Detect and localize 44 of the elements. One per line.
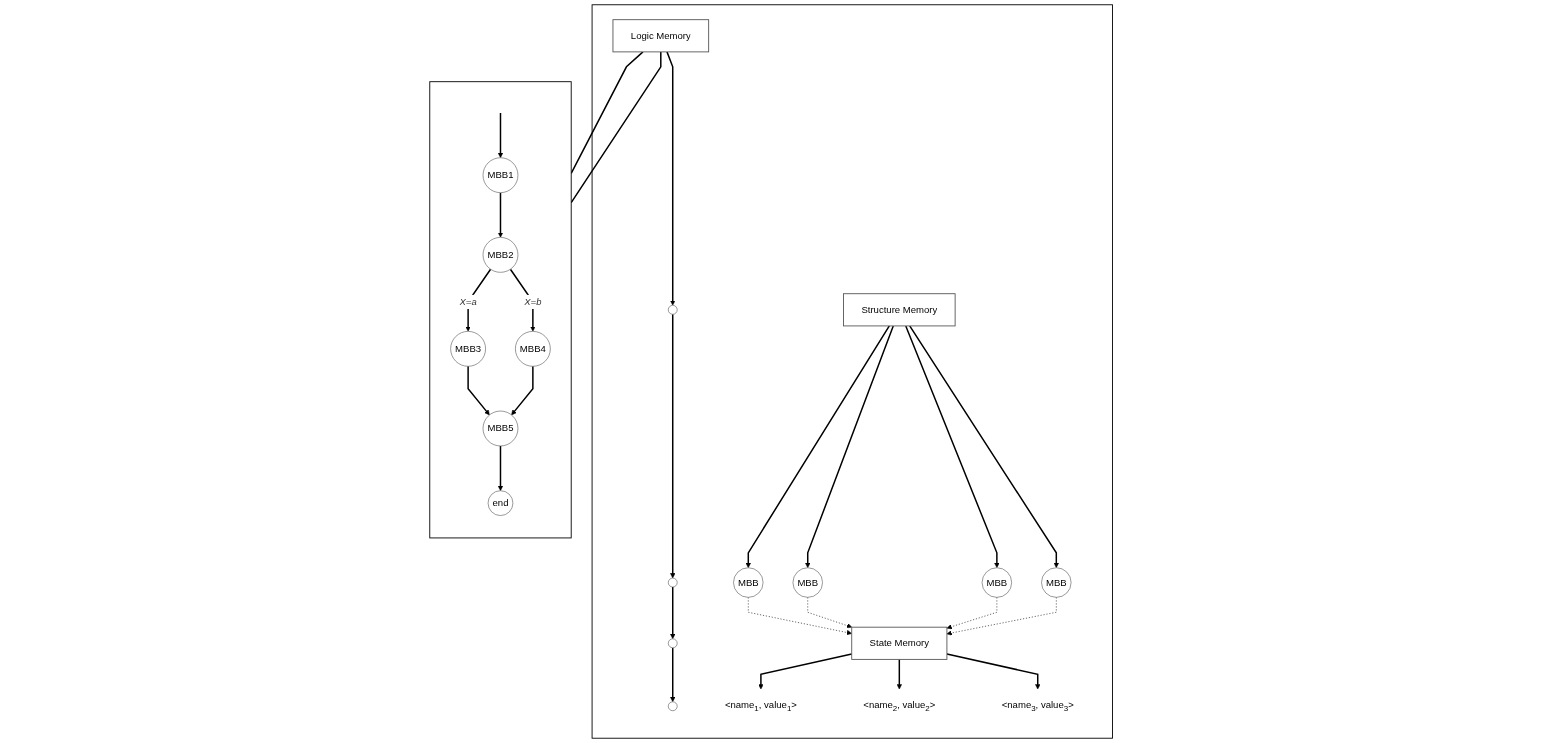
node-box: Structure Memory xyxy=(843,293,956,327)
connector xyxy=(570,51,662,204)
node-circle: MBB2 xyxy=(483,237,519,273)
node-circle: MBB xyxy=(733,567,764,598)
node-text: <name$_{2}$, value$_{2}$> xyxy=(863,699,936,713)
edge-label: X=a xyxy=(459,296,478,307)
arrow xyxy=(670,586,676,640)
arrow xyxy=(498,191,504,238)
node-circle: MBB1 xyxy=(483,157,519,193)
connector xyxy=(570,51,645,175)
node-circle xyxy=(668,577,678,588)
node-circle xyxy=(668,305,678,315)
node-circle xyxy=(668,638,678,649)
arrow xyxy=(905,325,1000,568)
node-box: State Memory xyxy=(851,626,948,660)
cluster xyxy=(592,4,1114,739)
cluster xyxy=(429,81,572,539)
arrow xyxy=(666,51,676,306)
node-box: Logic Memory xyxy=(612,19,710,53)
arrow xyxy=(746,325,891,568)
arrow xyxy=(897,658,903,690)
node-text: <name$_{1}$, value$_{1}$> xyxy=(725,699,798,713)
node-circle: MBB5 xyxy=(483,410,519,447)
node-circle xyxy=(668,701,678,712)
arrow xyxy=(467,365,491,416)
arrow xyxy=(670,313,676,579)
node-circle: MBB xyxy=(1041,567,1072,598)
node-text: <name$_{3}$, value$_{3}$> xyxy=(1002,699,1075,713)
node-circle: MBB xyxy=(793,567,824,598)
arrow xyxy=(465,268,492,332)
arrow xyxy=(909,325,1060,568)
node-circle: MBB3 xyxy=(450,331,487,367)
arrow xyxy=(805,325,895,568)
arrow xyxy=(498,445,504,491)
arrow xyxy=(946,653,1041,690)
arrow xyxy=(510,268,536,332)
arrow xyxy=(670,647,676,702)
arrow xyxy=(498,112,504,158)
node-circle: MBB4 xyxy=(515,331,551,367)
arrow xyxy=(758,653,853,690)
edge-label: X=b xyxy=(524,296,542,307)
node-circle: end xyxy=(488,490,514,516)
arrow xyxy=(511,365,534,416)
node-circle: MBB xyxy=(982,567,1013,598)
